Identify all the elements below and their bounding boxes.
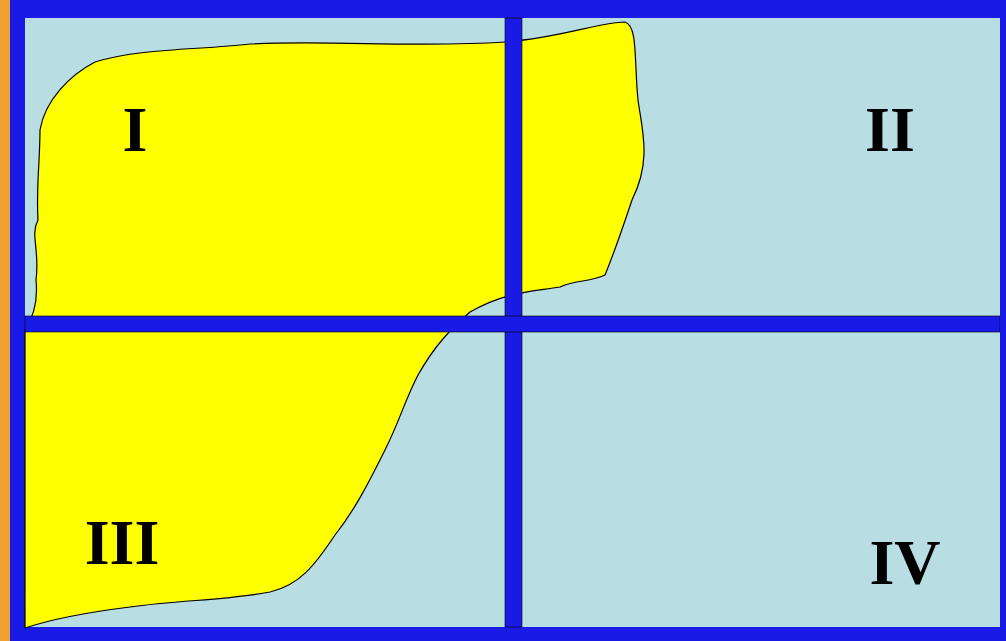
right-frame	[1000, 0, 1006, 641]
quadrant-label: IV	[869, 531, 940, 595]
blue-frame	[10, 0, 1006, 641]
horizontal-divider	[25, 316, 1000, 332]
quadrant-label: III	[85, 511, 160, 575]
quadrant-label: II	[865, 98, 915, 162]
quadrant-label: I	[123, 98, 148, 162]
background-field	[25, 18, 1000, 627]
